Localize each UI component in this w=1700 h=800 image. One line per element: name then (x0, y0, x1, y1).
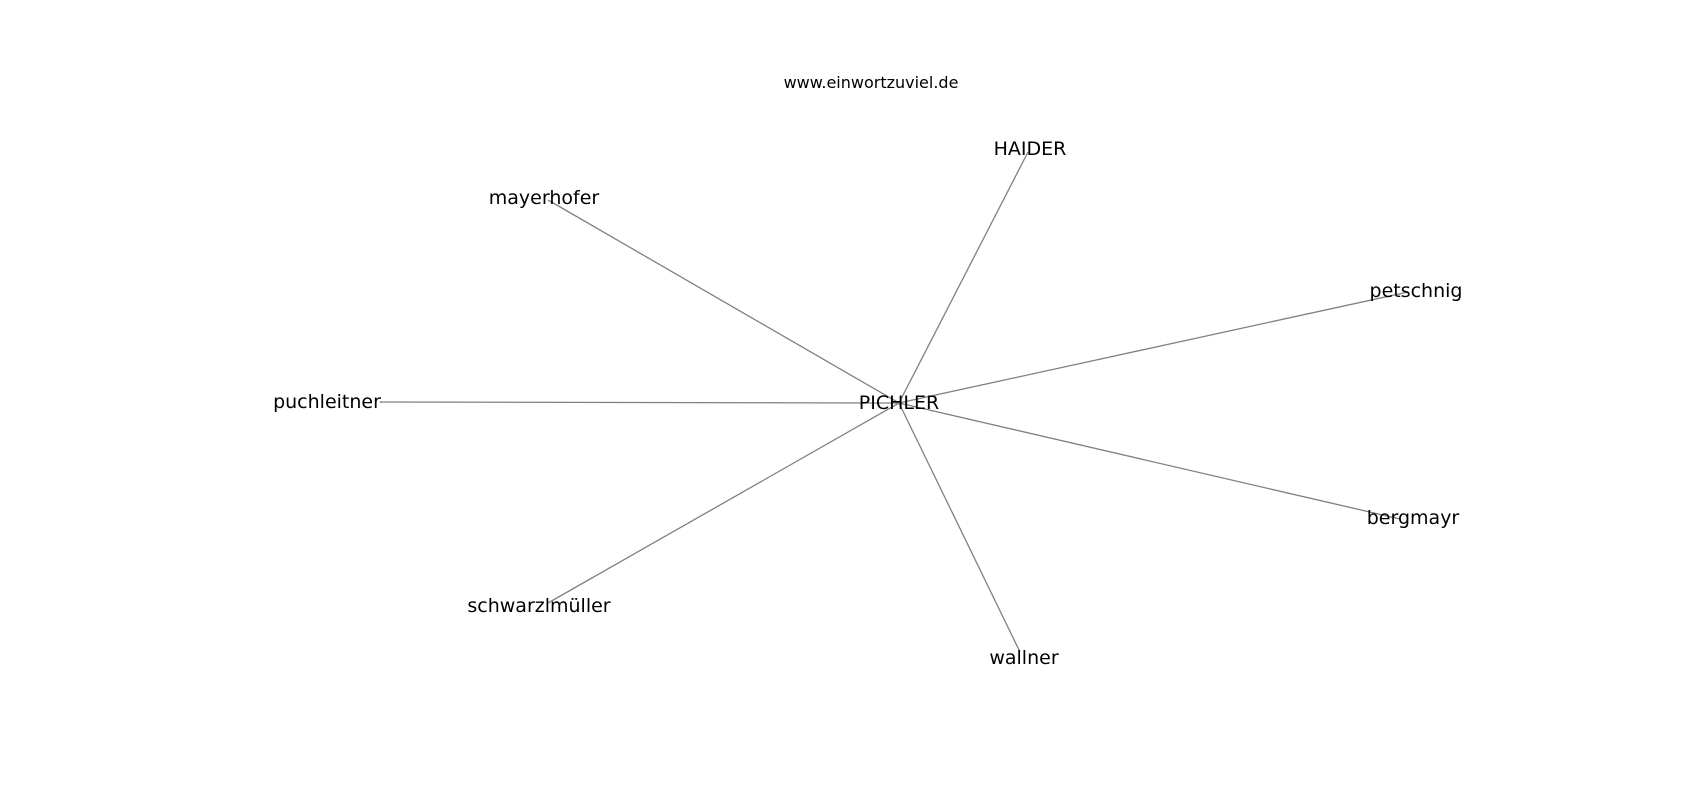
node-schwarzlmueller: schwarzlmüller (467, 595, 610, 617)
node-bergmayr: bergmayr (1367, 507, 1460, 529)
node-mayerhofer: mayerhofer (489, 187, 600, 209)
edge-pichler-schwarzlmueller (547, 402, 900, 604)
edge-pichler-petschnig (898, 291, 1409, 404)
node-wallner: wallner (989, 647, 1058, 669)
edge-pichler-haider (898, 151, 1029, 404)
edges (379, 151, 1409, 653)
edge-pichler-wallner (898, 402, 1021, 653)
edge-pichler-mayerhofer (547, 199, 900, 404)
node-haider: HAIDER (994, 138, 1067, 160)
node-pichler: PICHLER (859, 392, 939, 414)
node-petschnig: petschnig (1370, 280, 1463, 302)
site-url: www.einwortzuviel.de (784, 73, 959, 92)
nodes: PICHLER HAIDER petschnig bergmayr wallne… (273, 138, 1462, 669)
node-puchleitner: puchleitner (273, 391, 381, 413)
edge-pichler-bergmayr (898, 402, 1401, 520)
edge-pichler-puchleitner (379, 401, 900, 404)
